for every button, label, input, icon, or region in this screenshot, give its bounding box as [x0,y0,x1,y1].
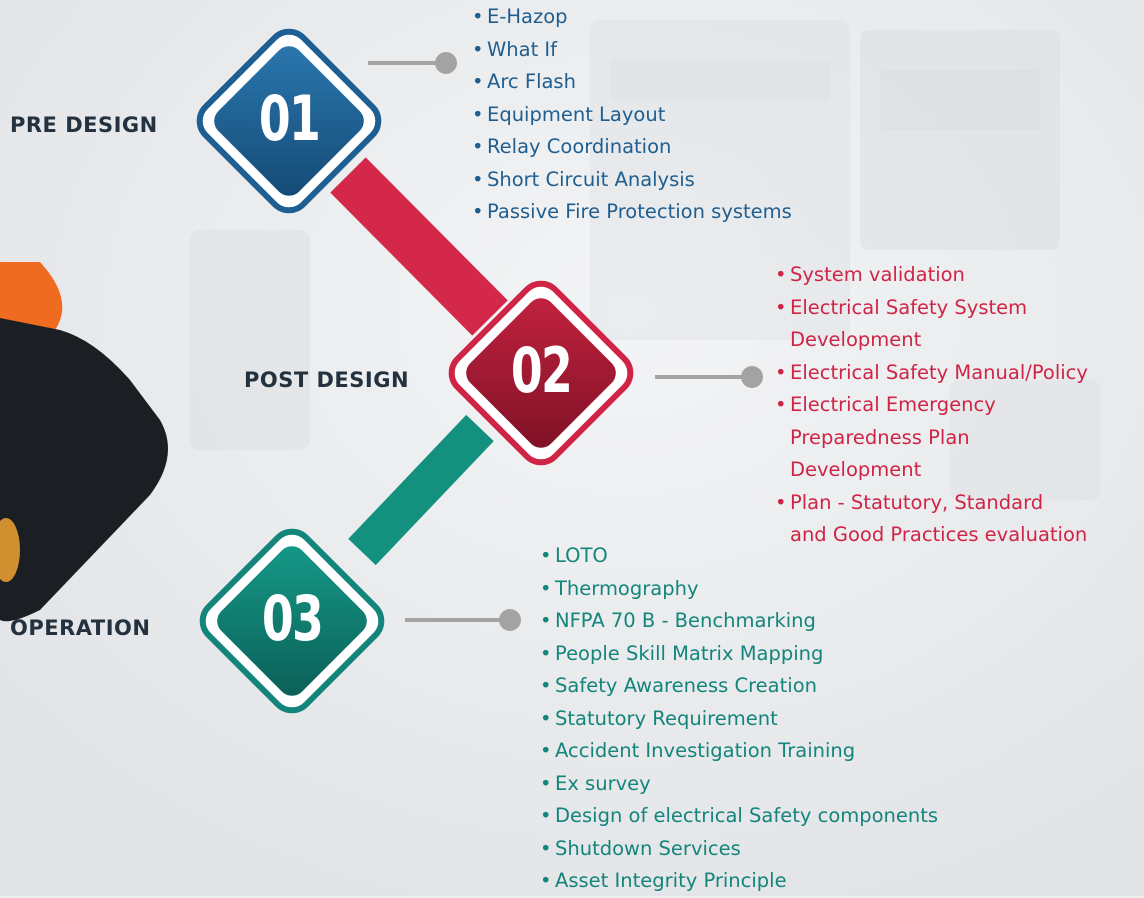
list-item: •Electrical Safety System [775,292,1088,325]
list-item: •Electrical Safety Manual/Policy [775,357,1088,390]
bullet-icon: • [472,167,484,191]
bullet-icon: • [775,295,787,319]
bullet-icon: • [775,263,787,286]
list-item: •Electrical Emergency [775,389,1088,422]
stage-number-01: 01 [258,82,321,155]
list-item-text: Relay Coordination [487,135,672,158]
list-item-continuation: Development [790,328,922,351]
list-item-text: Electrical Emergency [790,393,996,416]
pointer-02 [655,366,763,388]
list-item-text: People Skill Matrix Mapping [555,641,824,665]
list-item: •Thermography [540,573,938,606]
bullet-icon: • [472,200,484,223]
post-design-list: •System validation•Electrical Safety Sys… [775,259,1088,552]
bullet-icon: • [775,490,787,514]
list-item-text: Asset Integrity Principle [555,869,787,892]
list-item-continuation: Preparedness Plan [790,425,970,449]
bullet-icon: • [540,706,552,730]
list-item-text: Plan - Statutory, Standard [790,490,1044,514]
list-item: •People Skill Matrix Mapping [540,638,938,671]
pre-design-list: •E-Hazop•What If•Arc Flash•Equipment Lay… [472,1,792,229]
list-item: •Design of electrical Safety components [540,800,938,833]
list-item-text: Short Circuit Analysis [487,167,695,191]
bullet-icon: • [775,360,787,384]
bullet-icon: • [540,771,552,795]
list-item: •What If [472,34,792,67]
list-item-text: System validation [790,263,965,286]
connector-02-03 [348,414,494,566]
list-item-continuation: Development [790,458,922,481]
diamond-03 [199,528,385,714]
bullet-icon: • [540,804,552,827]
bullet-icon: • [540,739,552,762]
list-item-text: Statutory Requirement [555,706,778,730]
bullet-icon: • [540,674,552,697]
connector-01-02 [330,157,508,336]
list-item-text: NFPA 70 B - Benchmarking [555,609,816,632]
bullet-icon: • [540,609,552,632]
diamond-02 [448,280,634,466]
bullet-icon: • [540,869,552,892]
bullet-icon: • [775,393,787,416]
list-item: •Ex survey [540,768,938,801]
list-item-text: Ex survey [555,771,651,795]
list-item: •NFPA 70 B - Benchmarking [540,605,938,638]
flame-glow [0,518,20,582]
bullet-icon: • [540,544,552,567]
bullet-icon: • [472,70,484,93]
list-item: •System validation [775,259,1088,292]
list-item-text: Electrical Safety System [790,295,1028,319]
list-item: •Relay Coordination [472,131,792,164]
list-item: •Short Circuit Analysis [472,164,792,197]
stage-label-post-design: POST DESIGN [244,368,410,392]
list-item-text: LOTO [555,544,608,567]
stage-label-pre-design: PRE DESIGN [10,113,158,137]
bullet-icon: • [540,836,552,860]
list-item: •Equipment Layout [472,99,792,132]
list-item: •Plan - Statutory, Standard [775,487,1088,520]
bullet-icon: • [540,576,552,600]
bullet-icon: • [540,641,552,665]
background-equipment [190,20,1100,500]
list-item: •Asset Integrity Principle [540,865,938,898]
bullet-icon: • [472,102,484,126]
list-item-text: Safety Awareness Creation [555,674,817,697]
list-item-text: Design of electrical Safety components [555,804,939,827]
stage-label-operation: OPERATION [10,616,151,640]
pointer-01 [368,52,457,74]
list-item: •Accident Investigation Training [540,735,938,768]
list-item-text: Electrical Safety Manual/Policy [790,360,1088,384]
list-item: •LOTO [540,540,938,573]
list-item: •Passive Fire Protection systems [472,196,792,229]
bullet-icon: • [472,135,484,158]
list-item-text: Accident Investigation Training [555,739,856,762]
list-item-text: Passive Fire Protection systems [487,200,792,223]
pointer-03 [405,609,521,631]
diamond-01 [196,28,382,214]
operation-list: •LOTO•Thermography•NFPA 70 B - Benchmark… [540,540,938,898]
bullet-icon: • [472,5,484,28]
dark-triangle-panel [0,318,168,622]
list-item-text: What If [487,37,558,61]
list-item: •Safety Awareness Creation [540,670,938,703]
list-item-text: Thermography [555,576,699,600]
list-item-continuation: and Good Practices evaluation [790,523,1088,546]
list-item-text: E-Hazop [487,5,568,28]
stage-number-03: 03 [261,582,324,655]
list-item: •Statutory Requirement [540,703,938,736]
list-item-text: Shutdown Services [555,836,741,860]
stage-number-02: 02 [510,334,573,407]
list-item-text: Arc Flash [487,70,576,93]
list-item-text: Equipment Layout [487,102,666,126]
list-item: •Arc Flash [472,66,792,99]
list-item: •E-Hazop [472,1,792,34]
list-item: •Shutdown Services [540,833,938,866]
bullet-icon: • [472,37,484,61]
